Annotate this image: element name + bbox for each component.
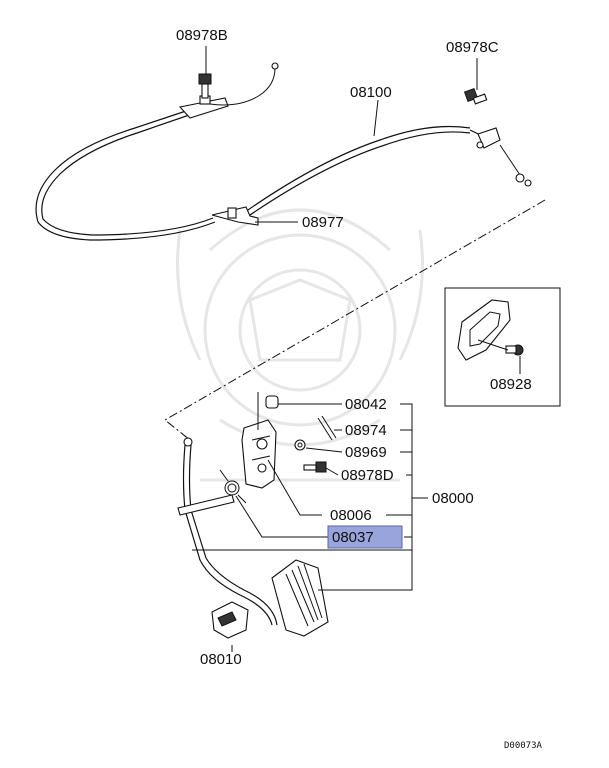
bolt-08978c bbox=[463, 87, 488, 105]
label-08000[interactable]: 08000 bbox=[432, 490, 474, 507]
label-08978d[interactable]: 08978D bbox=[341, 467, 394, 484]
label-08978b[interactable]: 08978B bbox=[176, 27, 228, 44]
label-08969[interactable]: 08969 bbox=[345, 444, 387, 461]
label-08042[interactable]: 08042 bbox=[345, 396, 387, 413]
leader-lines bbox=[192, 46, 521, 652]
inset-box bbox=[444, 287, 561, 407]
label-08974[interactable]: 08974 bbox=[345, 422, 387, 439]
part-labels: 08978B 08978C 08100 08977 08928 08042 08… bbox=[176, 27, 543, 751]
throttle-cable bbox=[35, 62, 532, 241]
label-08037[interactable]: 08037 bbox=[332, 529, 374, 546]
label-08977[interactable]: 08977 bbox=[302, 214, 344, 231]
label-08100[interactable]: 08100 bbox=[350, 84, 392, 101]
label-08928[interactable]: 08928 bbox=[490, 376, 532, 393]
pedal-assembly bbox=[177, 392, 337, 639]
label-08006[interactable]: 08006 bbox=[330, 507, 372, 524]
bolt-08978b bbox=[198, 73, 212, 99]
label-08010[interactable]: 08010 bbox=[200, 651, 242, 668]
label-08978c[interactable]: 08978C bbox=[446, 39, 499, 56]
highlight-box-08037 bbox=[327, 525, 403, 549]
diagram-code: D00073A bbox=[504, 741, 543, 751]
